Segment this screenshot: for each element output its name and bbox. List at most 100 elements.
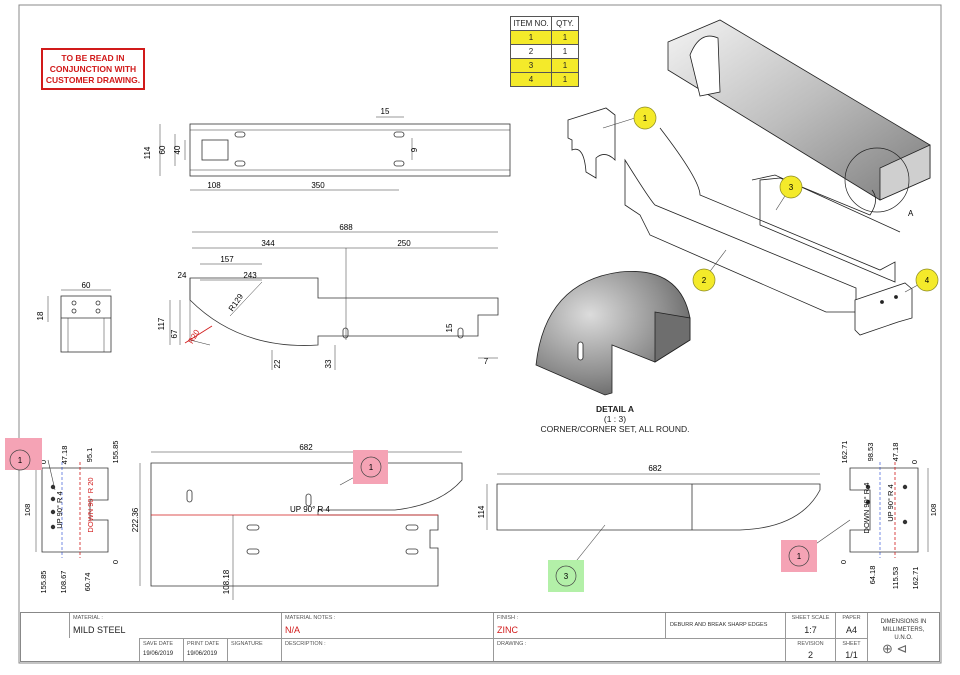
print-date-value: 19/06/2019 xyxy=(187,651,218,657)
dim-350: 350 xyxy=(311,181,325,190)
tb-save-date-cell: SAVE DATE 19/06/2019 xyxy=(139,638,183,661)
flat-pattern-2 xyxy=(139,451,463,600)
dim-114: 114 xyxy=(143,146,152,159)
flat2-dim-22236: 222.36 xyxy=(131,507,140,532)
dim-9: 9 xyxy=(410,147,419,152)
flat4-dim-4718: 47.18 xyxy=(891,443,900,462)
tb-revision-cell: REVISION 2 xyxy=(785,638,835,661)
revision-value: 2 xyxy=(807,650,813,660)
flat1-dim-108: 108 xyxy=(23,504,32,517)
balloon-flat3[interactable]: 3 xyxy=(548,560,584,592)
detail-ref-label: A xyxy=(908,209,914,218)
dim-243: 243 xyxy=(243,271,257,280)
flat4-up: UP 90° R 4 xyxy=(886,484,895,521)
dim-24: 24 xyxy=(178,271,187,280)
dim-108: 108 xyxy=(207,181,221,190)
dim-344: 344 xyxy=(261,239,275,248)
flat1-down: DOWN 90° R 20 xyxy=(86,477,95,532)
customer-drawing-note: TO BE READ IN CONJUNCTION WITH CUSTOMER … xyxy=(41,48,145,90)
svg-text:1: 1 xyxy=(18,456,23,465)
balloon-flat4[interactable]: 1 xyxy=(781,540,817,572)
dim-r20: R20 xyxy=(186,328,201,346)
balloon-flat2[interactable]: 1 xyxy=(353,450,388,484)
balloon-flat1[interactable]: 1 xyxy=(5,438,42,471)
flat3-dim-682: 682 xyxy=(648,464,662,473)
balloon-item-1[interactable]: 1 xyxy=(633,106,657,130)
tb-signature-cell: SIGNATURE xyxy=(227,638,281,661)
flat4-dim-16271b: 162.71 xyxy=(911,567,920,590)
dim-15b: 15 xyxy=(445,323,454,332)
dim-250: 250 xyxy=(397,239,411,248)
balloon-item-2[interactable]: 2 xyxy=(692,268,716,292)
tb-deburr-cell: DEBURR AND BREAK SHARP EDGES xyxy=(665,613,785,638)
note-line-2: CONJUNCTION WITH xyxy=(49,64,137,74)
dim-7: 7 xyxy=(484,357,489,366)
finish-value: ZINC xyxy=(497,625,518,635)
flat1-dim-0t: 0 xyxy=(39,460,48,464)
end-dim-18: 18 xyxy=(36,311,45,320)
detail-title: DETAIL A xyxy=(595,404,635,414)
flat2-dim-682: 682 xyxy=(299,443,313,452)
tb-dims-note-cell: DIMENSIONS IN MILLIMETERS, U.N.O. ⊕ ⊲ xyxy=(867,613,939,661)
tb-sheet-cell: SHEET 1/1 xyxy=(835,638,867,661)
flat4-dim-11553: 115.53 xyxy=(891,567,900,589)
tb-material-notes-cell: MATERIAL NOTES : N/A xyxy=(281,613,493,638)
flat-pattern-4 xyxy=(849,462,929,558)
bill-of-materials: ITEM NO. QTY. 1 1 2 1 3 1 4 1 xyxy=(510,16,579,87)
note-line-1: TO BE READ IN xyxy=(61,53,125,63)
flat2-dim-10818: 108.18 xyxy=(222,569,231,594)
dim-688: 688 xyxy=(339,223,353,232)
flat-pattern-1 xyxy=(35,462,109,558)
flat4-dim-108: 108 xyxy=(929,504,938,517)
top-view xyxy=(159,116,511,191)
sheet-value: 1/1 xyxy=(845,650,858,660)
table-row[interactable]: 2 1 xyxy=(510,44,579,59)
table-row[interactable]: 4 1 xyxy=(510,72,579,87)
material-notes-value: N/A xyxy=(285,625,301,635)
tb-drawing-cell: DRAWING : xyxy=(493,638,785,661)
flat1-up: UP 90° R 4 xyxy=(55,491,64,528)
bom-header-qty: QTY. xyxy=(551,16,579,31)
flat1-dim-10867: 108.67 xyxy=(59,571,68,594)
tb-sheet-scale-cell: SHEET SCALE 1:7 xyxy=(785,613,835,638)
detail-a-caption: DETAIL A (1 : 3) CORNER/CORNER SET, ALL … xyxy=(520,404,710,434)
dim-22: 22 xyxy=(273,359,282,368)
end-view xyxy=(47,289,112,353)
svg-text:3: 3 xyxy=(564,572,569,581)
save-date-value: 19/06/2019 xyxy=(143,651,174,657)
dim-157: 157 xyxy=(220,255,234,264)
balloon-item-3[interactable]: 3 xyxy=(779,175,803,199)
table-row[interactable]: 3 1 xyxy=(510,58,579,73)
dim-33: 33 xyxy=(324,359,333,368)
dim-15: 15 xyxy=(381,107,390,116)
flat1-dim-15585b: 155.85 xyxy=(39,571,48,594)
flat1-dim-951: 95.1 xyxy=(85,448,94,463)
flat4-dim-6418: 64.18 xyxy=(868,566,877,585)
svg-text:4: 4 xyxy=(925,276,930,285)
flat1-dim-15585: 155.85 xyxy=(111,441,120,464)
table-row[interactable]: 1 1 xyxy=(510,30,579,45)
sheet-scale-value: 1:7 xyxy=(804,625,817,635)
detail-a-view xyxy=(535,270,691,396)
tb-material-cell: MATERIAL : MILD STEEL xyxy=(69,613,281,638)
flat4-dim-9853: 98.53 xyxy=(866,443,875,462)
flat4-dim-0t: 0 xyxy=(910,460,919,464)
svg-text:3: 3 xyxy=(789,183,794,192)
balloon-item-4[interactable]: 4 xyxy=(915,268,939,292)
flat4-dim-16271t: 162.71 xyxy=(840,441,849,464)
tb-print-date-cell: PRINT DATE 19/06/2019 xyxy=(183,638,227,661)
end-dim-60: 60 xyxy=(82,281,91,290)
svg-text:1: 1 xyxy=(369,463,374,472)
title-block: MATERIAL : MILD STEEL MATERIAL NOTES : N… xyxy=(20,612,940,662)
projection-symbol-icon: ⊕ ⊲ xyxy=(882,641,908,656)
isometric-assembly xyxy=(567,19,931,336)
detail-scale: (1 : 3) xyxy=(603,414,627,424)
side-view xyxy=(169,231,499,370)
flat-pattern-3 xyxy=(486,473,821,531)
flat1-dim-4718: 47.18 xyxy=(60,446,69,465)
paper-value: A4 xyxy=(845,625,857,635)
flat3-dim-114: 114 xyxy=(477,505,486,518)
svg-text:1: 1 xyxy=(643,114,648,123)
